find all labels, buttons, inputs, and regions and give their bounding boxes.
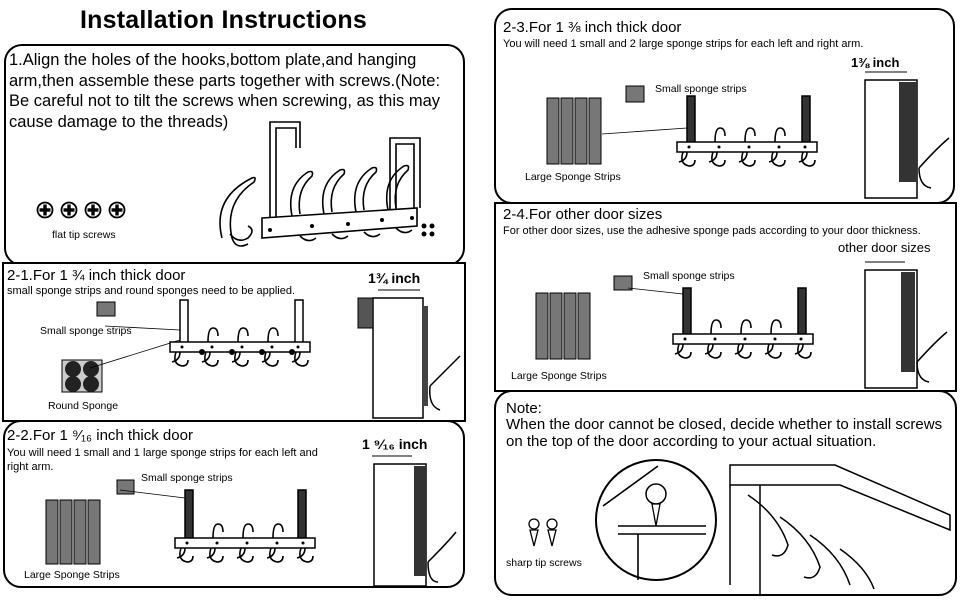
large-sponge-strips-3 [546,97,602,165]
step-2-4-heading: 2-4.For other door sizes [503,206,663,223]
step-2-1-measure: 1¾ inch [368,270,421,286]
step-2-4-text: For other door sizes, use the adhesive s… [503,225,921,237]
large-sponge-strips-4 [535,292,591,360]
step-2-1-door-diagram [357,289,461,419]
door-with-hanger-illustration [729,464,951,595]
step-1-text: 1.Align the holes of the hooks,bottom pl… [9,51,441,131]
hanger-assembly-illustration [219,121,435,247]
door-top-closeup [595,459,717,581]
sharp-tip-screws-illustration [528,518,558,547]
small-sponge-label-2: Small sponge strips [141,472,233,484]
step-2-3-measure: 1⅜ inch [851,55,900,70]
flat-tip-screws-label: flat tip screws [52,229,116,241]
large-sponge-label-4: Large Sponge Strips [511,370,607,382]
small-sponge-label-4: Small sponge strips [643,270,735,282]
small-sponge-label-3: Small sponge strips [655,83,747,95]
step-2-3-text: You will need 1 small and 2 large sponge… [503,38,864,50]
large-sponge-strips-2 [45,499,101,565]
large-sponge-label-3: Large Sponge Strips [525,171,621,183]
step-2-2-measure: 1 ⁹⁄₁₆ inch [362,436,428,452]
small-sponge-swatch-3 [625,85,645,103]
round-sponge-label: Round Sponge [48,400,119,412]
step-2-4-measure: other door sizes [838,240,931,255]
step-2-3-heading: 2-3.For 1 ⅜ inch thick door [503,19,682,36]
round-sponge-swatch [61,359,103,393]
step-2-2-text: You will need 1 small and 1 large sponge… [7,447,318,473]
step-2-4-hanger [627,287,814,359]
step-2-2-door-diagram [372,455,457,587]
step-2-2-heading: 2-2.For 1 ⁹⁄₁₆ inch thick door [7,427,193,444]
large-sponge-label-2: Large Sponge Strips [24,569,120,581]
page-title: Installation Instructions [80,6,367,34]
small-sponge-swatch-4 [613,275,633,291]
small-sponge-swatch [96,301,116,317]
step-2-3-door-diagram [864,71,950,199]
small-sponge-label: Small sponge strips [40,325,132,337]
sharp-tip-screws-label: sharp tip screws [506,557,582,569]
flat-tip-screws-illustration [36,201,126,219]
step-2-1-text: small sponge strips and round sponges ne… [7,285,296,297]
note-text: When the door cannot be closed, decide w… [506,416,943,451]
step-2-3-hanger [601,95,818,167]
step-2-1-heading: 2-1.For 1 ¾ inch thick door [7,267,186,284]
small-sponge-swatch-2 [116,479,135,495]
step-2-1-hanger [89,299,311,369]
note-heading: Note: [506,400,542,417]
step-2-4-door-diagram [864,261,948,389]
step-2-2-hanger [119,489,316,563]
